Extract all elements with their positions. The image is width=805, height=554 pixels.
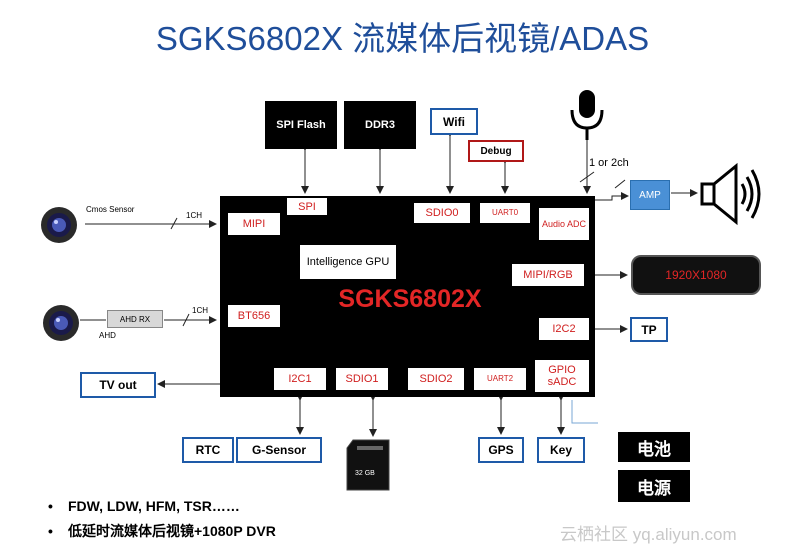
gps-box: GPS xyxy=(478,437,524,463)
port-spi: SPI xyxy=(287,198,327,215)
wifi-box: Wifi xyxy=(430,108,478,135)
gsensor-box: G-Sensor xyxy=(236,437,322,463)
power-box: 电源 xyxy=(618,470,690,502)
port-bt656: BT656 xyxy=(228,305,280,327)
amp-box: AMP xyxy=(630,180,670,210)
mipi-lanes-label: 1CH xyxy=(186,211,203,220)
port-uart2: UART2 xyxy=(474,368,526,390)
port-uart0: UART0 xyxy=(480,203,530,223)
port-mipi-rgb: MIPI/RGB xyxy=(512,264,584,286)
ahd-rx-box: AHD RX xyxy=(107,310,163,328)
port-mipi: MIPI xyxy=(228,213,280,235)
feature-list: •FDW, LDW, HFM, TSR…… •低延时流媒体后视镜+1080P D… xyxy=(48,498,276,548)
debug-box: Debug xyxy=(468,140,524,162)
page-title: SGKS6802X 流媒体后视镜/ADAS xyxy=(155,20,650,57)
feature-text: 低延时流媒体后视镜+1080P DVR xyxy=(68,523,276,539)
port-gpio-sadc: GPIO sADC xyxy=(535,360,589,392)
port-audio-adc: Audio ADC xyxy=(539,208,589,240)
ddr3-box: DDR3 xyxy=(344,101,416,149)
feature-item: •低延时流媒体后视镜+1080P DVR xyxy=(48,523,276,539)
port-sdio1: SDIO1 xyxy=(336,368,388,390)
battery-box: 电池 xyxy=(618,432,690,462)
tp-box: TP xyxy=(630,317,668,342)
spi-flash-box: SPI Flash xyxy=(265,101,337,149)
chip-name: SGKS6802X xyxy=(338,285,482,313)
display-panel: 1920X1080 xyxy=(631,255,761,295)
bt656-lanes-label: 1CH xyxy=(192,306,209,315)
watermark: 云栖社区 yq.aliyun.com xyxy=(560,525,737,544)
soc-chip xyxy=(220,196,595,397)
rtc-box: RTC xyxy=(182,437,234,463)
key-box: Key xyxy=(537,437,585,463)
microphone-icon xyxy=(570,90,604,140)
mic-channels-label: 1 or 2ch xyxy=(589,157,629,169)
feature-text: FDW, LDW, HFM, TSR…… xyxy=(68,498,240,514)
cmos-sensor-label: Cmos Sensor xyxy=(86,205,135,214)
sd-card-icon xyxy=(346,439,390,491)
port-i2c2: I2C2 xyxy=(539,318,589,340)
speaker-icon xyxy=(700,162,761,226)
ahd-label: AHD xyxy=(99,331,116,340)
port-sdio2: SDIO2 xyxy=(408,368,464,390)
port-i2c1: I2C1 xyxy=(274,368,326,390)
feature-item: •FDW, LDW, HFM, TSR…… xyxy=(48,498,240,514)
ahd-camera-icon xyxy=(43,305,79,341)
tv-out-box: TV out xyxy=(80,372,156,398)
sd-card-size: 32 GB xyxy=(355,470,375,477)
cmos-camera-icon xyxy=(41,207,77,243)
gpu-block: Intelligence GPU xyxy=(300,245,396,279)
port-sdio0: SDIO0 xyxy=(414,203,470,223)
